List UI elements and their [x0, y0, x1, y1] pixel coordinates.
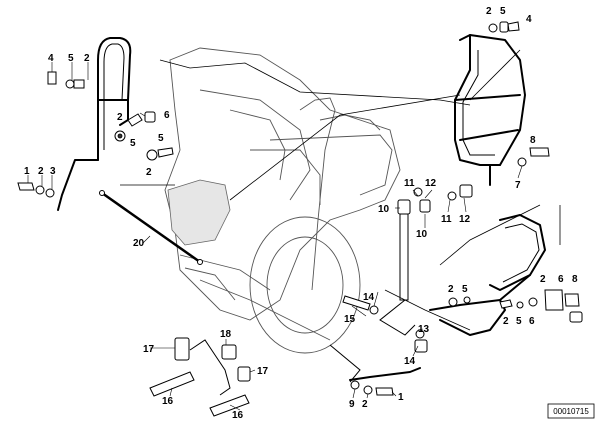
callout-7: 7 — [515, 180, 521, 191]
callout-14: 14 — [404, 356, 416, 367]
callout-5: 5 — [462, 284, 468, 295]
callout-11: 11 — [404, 178, 415, 189]
callout-11: 11 — [441, 214, 452, 225]
left-crash-bar — [57, 37, 132, 211]
fasteners-right-side — [517, 147, 550, 167]
callout-2: 2 — [448, 284, 454, 295]
callout-1: 1 — [398, 392, 404, 403]
callout-6: 6 — [558, 274, 564, 285]
callout-2: 2 — [540, 274, 546, 285]
fasteners-strut — [342, 295, 428, 353]
callout-labels: 4 5 2 2 6 5 5 2 1 2 3 20 2 5 4 8 7 10 11… — [24, 6, 578, 421]
fasteners-bracket — [413, 184, 473, 201]
callout-9: 9 — [349, 399, 355, 410]
callout-17: 17 — [257, 366, 269, 377]
fasteners-center-left — [114, 111, 174, 161]
callout-2: 2 — [117, 112, 123, 123]
fasteners-upper-left — [47, 62, 89, 89]
callout-8: 8 — [530, 135, 536, 146]
callout-20: 20 — [133, 238, 145, 249]
lower-footrest-bar — [329, 344, 421, 383]
long-bolt-rod — [99, 190, 203, 265]
leader-lines — [139, 112, 523, 411]
callout-2: 2 — [146, 167, 152, 178]
callout-6: 6 — [529, 316, 535, 327]
callout-3: 3 — [50, 166, 56, 177]
callout-10: 10 — [378, 204, 390, 215]
callout-5: 5 — [516, 316, 522, 327]
callout-2: 2 — [503, 316, 509, 327]
callout-2: 2 — [362, 399, 368, 410]
callout-18: 18 — [220, 329, 232, 340]
callout-12: 12 — [459, 214, 471, 225]
callout-4: 4 — [526, 14, 532, 25]
fasteners-top-right — [488, 21, 520, 33]
right-upper-crash-bar — [454, 34, 526, 186]
callout-16: 16 — [232, 410, 244, 421]
fasteners-bottom — [350, 380, 394, 396]
callout-2: 2 — [38, 166, 44, 177]
right-lower-crash-bar — [429, 214, 546, 336]
left-lower-bracket — [149, 337, 251, 417]
callout-5: 5 — [500, 6, 506, 17]
callout-12: 12 — [425, 178, 437, 189]
callout-10: 10 — [416, 229, 428, 240]
callout-2: 2 — [84, 53, 90, 64]
callout-5: 5 — [130, 138, 136, 149]
callout-5: 5 — [68, 53, 74, 64]
callout-1: 1 — [24, 166, 30, 177]
callout-13: 13 — [418, 324, 430, 335]
callout-16: 16 — [162, 396, 174, 407]
callout-17: 17 — [143, 344, 155, 355]
callout-6: 6 — [164, 110, 170, 121]
callout-4: 4 — [48, 53, 54, 64]
background-frame-lines — [120, 49, 561, 331]
callout-2: 2 — [486, 6, 492, 17]
callout-8: 8 — [572, 274, 578, 285]
fasteners-lower-right — [448, 289, 583, 323]
reference-number: 00010715 — [553, 407, 589, 416]
callout-14: 14 — [363, 292, 375, 303]
reference-number-box: 00010715 — [547, 403, 595, 419]
bracket-strut — [379, 199, 431, 336]
callout-15: 15 — [344, 314, 356, 325]
fasteners-left-side — [17, 175, 55, 198]
callout-5: 5 — [158, 133, 164, 144]
